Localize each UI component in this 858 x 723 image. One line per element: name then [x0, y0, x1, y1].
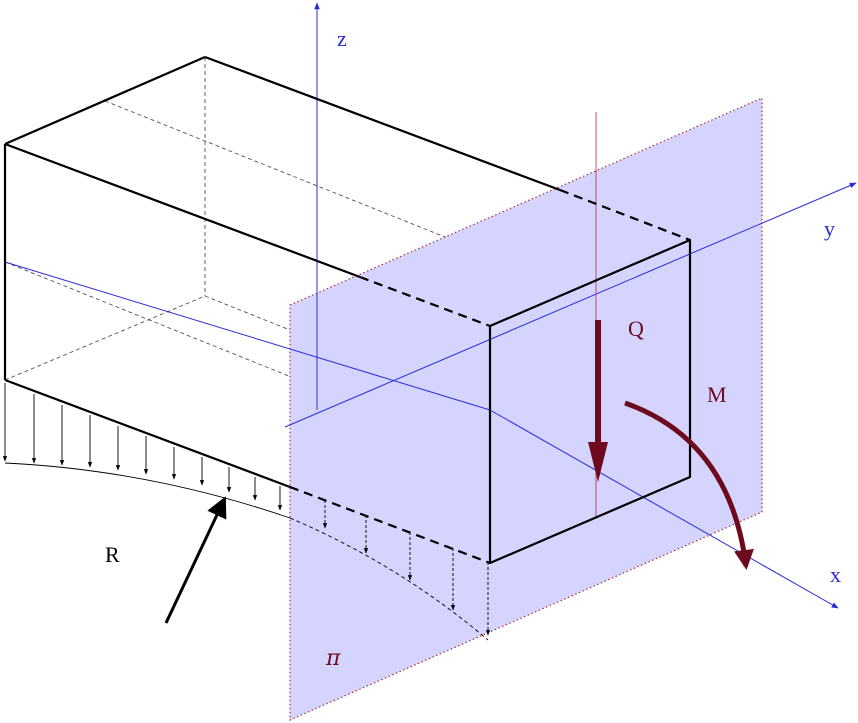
distributed-load-hidden [322, 500, 491, 636]
shear-force-arrow [588, 320, 608, 482]
section-plane [289, 97, 763, 721]
coordinate-axes [4, 2, 857, 609]
z-axis-label: z [337, 26, 347, 51]
load-curve-hidden [289, 517, 489, 641]
y-axis [284, 182, 857, 428]
beam-visible-edges [3, 55, 692, 565]
section-plane-label: π [325, 646, 341, 671]
bending-moment-label: M [707, 382, 727, 407]
bending-moment-arrow [624, 400, 754, 570]
distributed-load [2, 383, 283, 511]
x-axis [489, 409, 839, 609]
reaction-arrow [164, 496, 227, 624]
cross-section-face [488, 238, 692, 565]
beam-cut-edges [289, 188, 691, 565]
x-axis-back [4, 261, 491, 411]
reaction-label: R [105, 542, 120, 567]
x-axis-label: x [830, 562, 841, 587]
y-axis-label: y [824, 216, 835, 241]
shear-force-label: Q [628, 316, 644, 341]
load-curve [4, 462, 291, 519]
